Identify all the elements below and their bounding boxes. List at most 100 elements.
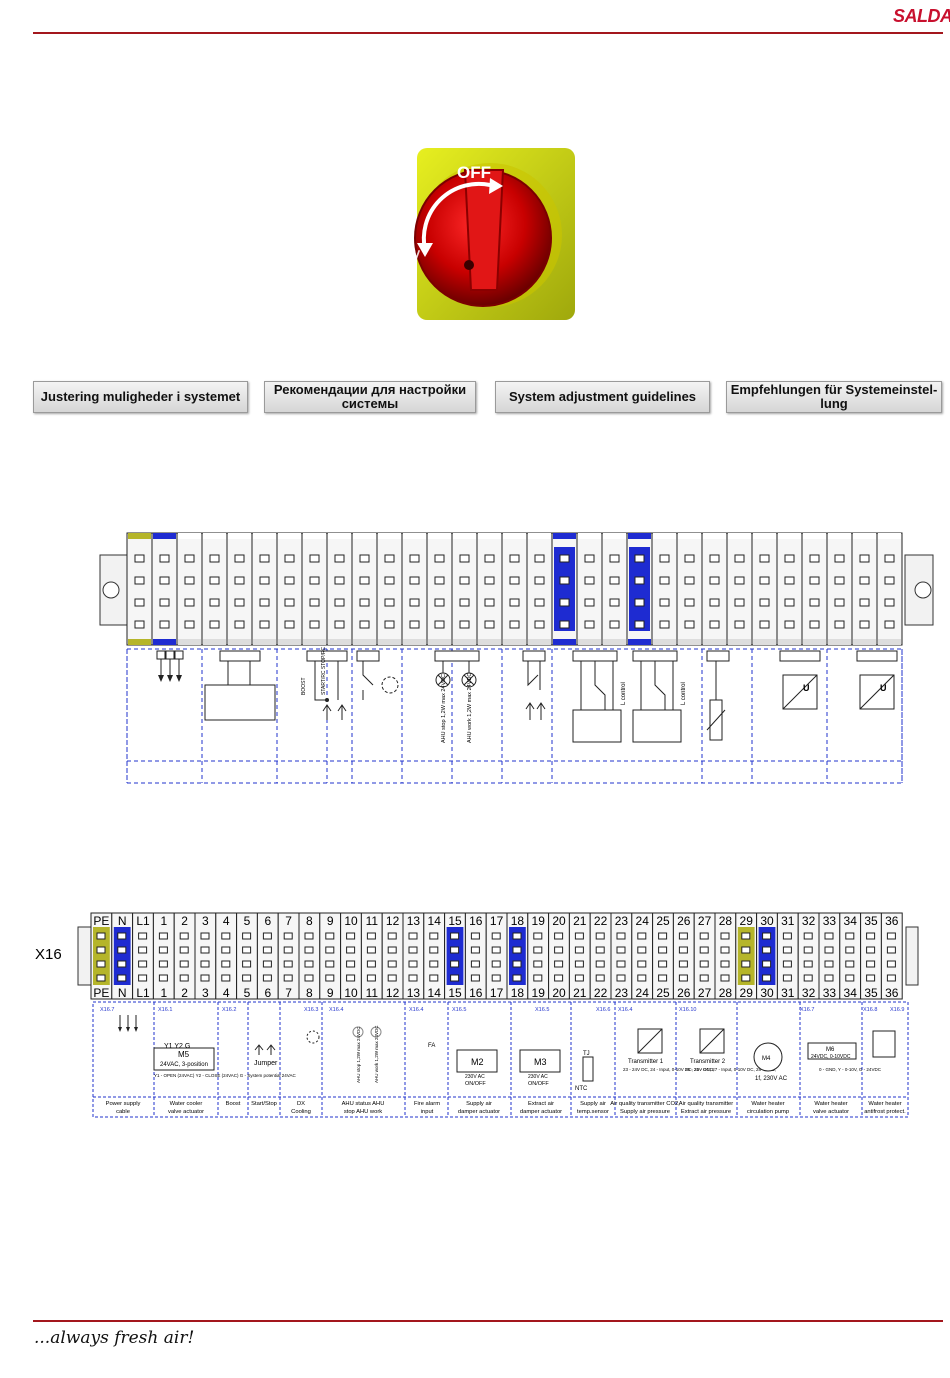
terminal-number-top: 21: [573, 914, 587, 928]
terminal-screw: [584, 554, 595, 563]
terminal-screw: [559, 620, 570, 629]
terminal-screw: [534, 620, 545, 629]
terminal-screw: [429, 946, 439, 954]
terminal-number-bottom: 21: [573, 986, 587, 1000]
terminal-screw: [609, 554, 620, 563]
terminal-number-bottom: 26: [677, 986, 691, 1000]
terminal-screw: [262, 946, 272, 954]
terminal-screw: [117, 974, 127, 982]
terminal-screw: [434, 554, 445, 563]
terminal-top-band: [653, 533, 676, 539]
terminal-screw: [720, 932, 730, 940]
terminal-screw: [866, 960, 876, 968]
terminal-screw: [491, 932, 501, 940]
button-german[interactable]: Empfehlungen für Systemeinstel-lung: [726, 381, 942, 413]
terminal-screw: [678, 946, 688, 954]
terminal-screw: [534, 576, 545, 585]
connector: [572, 650, 618, 662]
connector-tag: X16.6: [596, 1007, 610, 1013]
terminal-top-band: [703, 533, 726, 539]
terminal-bottom-band: [628, 639, 651, 645]
terminal-number-top: 16: [469, 914, 483, 928]
terminal-screw: [450, 932, 460, 940]
terminal-number-top: 5: [244, 914, 251, 928]
terminal-screw: [159, 554, 170, 563]
terminal-screw: [609, 598, 620, 607]
button-danish[interactable]: Justering muligheder i systemet: [33, 381, 248, 413]
terminal-screw: [429, 974, 439, 982]
terminal-screw: [470, 974, 480, 982]
group-frame: [92, 1001, 909, 1118]
switch-on-label: ON: [398, 241, 421, 262]
terminal-screw: [234, 598, 245, 607]
terminal-bottom-band: [128, 639, 151, 645]
terminal-number-bottom: 11: [366, 986, 379, 1000]
terminal-number-bottom: 18: [511, 986, 525, 1000]
terminal-screw: [734, 554, 745, 563]
connector: [522, 650, 546, 662]
wire: [706, 661, 726, 731]
terminal-screw: [609, 620, 620, 629]
terminal-bottom-band: [803, 639, 826, 645]
terminal-screw: [387, 932, 397, 940]
connector: [706, 650, 730, 662]
m5-terms: Y1 Y2 G: [164, 1043, 190, 1050]
terminal-screw: [884, 598, 895, 607]
damper-box-m2: [456, 1049, 498, 1073]
m2-label: M2: [471, 1057, 484, 1067]
terminal-top-band: [153, 533, 176, 539]
terminal-screw: [484, 576, 495, 585]
terminal-number-top: 29: [740, 914, 754, 928]
transmitter2-label: Transmitter 2: [690, 1059, 726, 1065]
terminal-color-fill: [737, 927, 755, 985]
terminal-screw: [284, 554, 295, 563]
terminal-bottom-band: [578, 639, 601, 645]
button-english[interactable]: System adjustment guidelines: [495, 381, 710, 413]
terminal-screw: [554, 932, 564, 940]
transmitter-diagonal: [782, 674, 818, 710]
category-label: Extract air pressure: [681, 1109, 731, 1115]
terminal-screw: [803, 946, 813, 954]
terminal-number-bottom: 27: [698, 986, 712, 1000]
terminal-screw: [470, 932, 480, 940]
terminal-screw: [409, 598, 420, 607]
ahu-work-label: AHU work 1,2W max 24VDC: [467, 673, 473, 743]
terminal-screw: [179, 974, 189, 982]
terminal-top-band: [528, 533, 551, 539]
terminal-screw: [699, 974, 709, 982]
terminal-screw: [866, 974, 876, 982]
terminal-number-top: 6: [264, 914, 271, 928]
connector-tag: X16.7: [100, 1007, 114, 1013]
terminal-number-bottom: 3: [202, 986, 209, 1000]
terminal-screw: [509, 554, 520, 563]
transmitter-diagonal: [637, 1028, 663, 1054]
button-russian[interactable]: Рекомендации для настройки системы: [264, 381, 476, 413]
terminal-screw: [259, 598, 270, 607]
arrow-icon: [176, 675, 182, 682]
terminal-screw: [221, 946, 231, 954]
terminal-screw: [595, 946, 605, 954]
connector-tag: X16.5: [452, 1007, 466, 1013]
terminal-screw: [200, 932, 210, 940]
terminal-screw: [284, 576, 295, 585]
terminal-bottom-band: [753, 639, 776, 645]
terminal-screw: [884, 554, 895, 563]
terminal-screw: [325, 946, 335, 954]
actuator-box-m6: [807, 1042, 857, 1060]
terminal-screw: [886, 946, 896, 954]
actuator-box-m5: [153, 1047, 215, 1071]
terminal-bottom-band: [678, 639, 701, 645]
terminal-screw: [158, 946, 168, 954]
m3-label: M3: [534, 1057, 547, 1067]
terminal-screw: [554, 974, 564, 982]
m6-spec: 24VDC, 0-10VDC: [811, 1054, 851, 1060]
terminal-screw: [859, 620, 870, 629]
terminal-bottom-band: [728, 639, 751, 645]
terminal-screw: [534, 554, 545, 563]
terminal-screw: [784, 598, 795, 607]
terminal-screw: [720, 974, 730, 982]
terminal-screw: [784, 554, 795, 563]
terminal-screw: [242, 960, 252, 968]
terminal-screw: [384, 554, 395, 563]
terminal-screw: [366, 960, 376, 968]
